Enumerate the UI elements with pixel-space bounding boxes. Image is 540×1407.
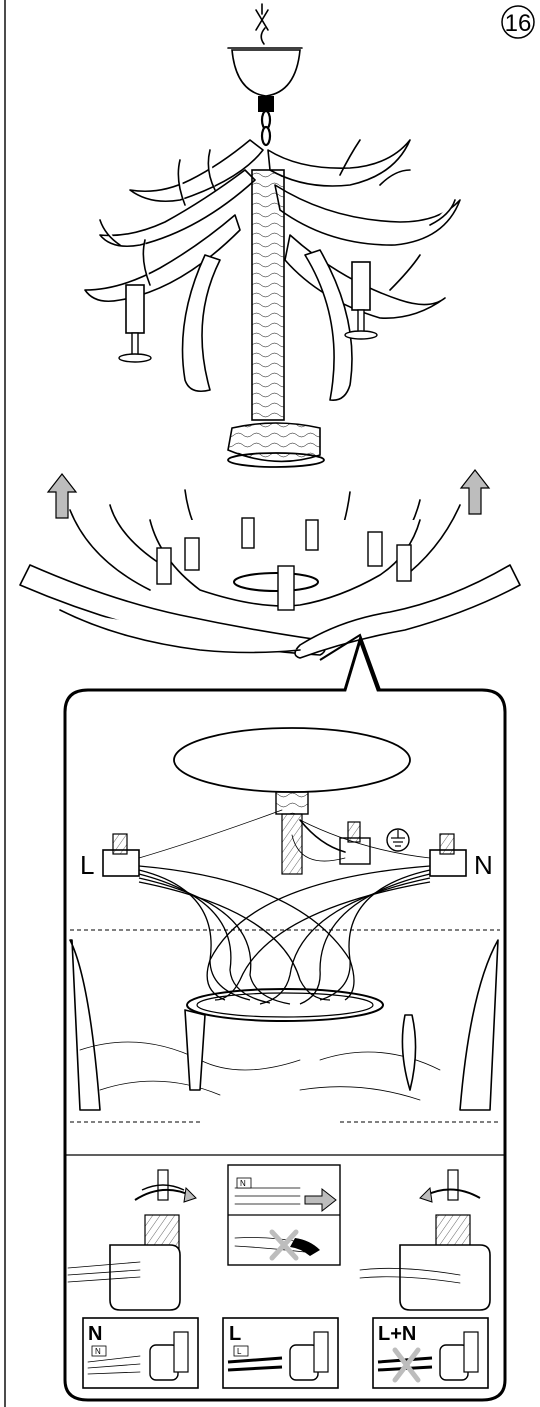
lower-antler-ring <box>19 489 521 691</box>
ground-symbol-icon <box>386 828 410 852</box>
legend-label-n: N <box>88 1323 102 1345</box>
terminal-tighten-left <box>67 1169 185 1311</box>
cross-icon <box>269 1229 299 1261</box>
legend-box-l: L L <box>222 1317 339 1389</box>
legend-box-ln: L+N <box>372 1317 489 1389</box>
up-arrow-icon <box>459 469 491 515</box>
neutral-terminal <box>299 819 467 877</box>
terminal-tighten-right <box>359 1169 491 1311</box>
ceiling <box>173 727 411 793</box>
ceiling-fitting <box>275 791 309 875</box>
wire-tag: N <box>240 1179 246 1188</box>
legend-label-ln: L+N <box>378 1323 416 1345</box>
neutral-label: N <box>474 850 493 880</box>
upper-chandelier <box>84 3 461 468</box>
step-number: 16 <box>505 10 532 37</box>
earth-terminal <box>291 819 371 865</box>
legend-tag-n: N <box>95 1347 101 1356</box>
wiring-detail-callout: L N <box>63 635 507 1402</box>
live-terminal <box>102 809 283 877</box>
rotate-counterclockwise-icon <box>419 1186 481 1203</box>
rotate-clockwise-icon <box>134 1186 197 1203</box>
wire-insertion-guide: N <box>227 1164 341 1266</box>
antler-section <box>69 939 499 1111</box>
up-arrow-icon <box>46 473 78 519</box>
right-arrow-icon <box>304 1187 337 1213</box>
legend-tag-l: L <box>237 1347 242 1356</box>
live-label: L <box>80 850 94 880</box>
legend-box-n: N N <box>82 1317 199 1389</box>
legend-label-l: L <box>229 1323 241 1345</box>
step-number-badge: 16 <box>501 5 535 39</box>
